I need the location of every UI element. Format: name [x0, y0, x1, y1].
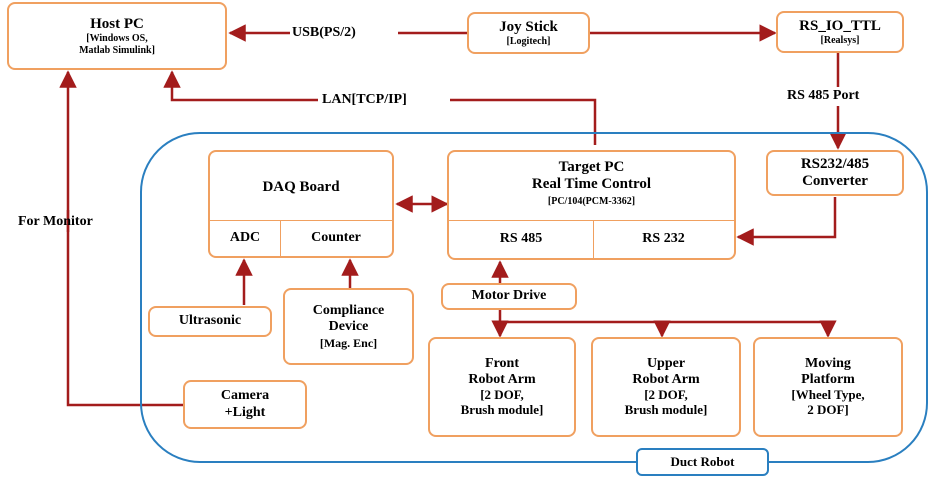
- converter-line1: RS232/485: [800, 155, 870, 172]
- front-robot-arm-box: Front Robot Arm [2 DOF, Brush module]: [428, 337, 576, 437]
- host-pc-box: Host PC [Windows OS, Matlab Simulink]: [7, 2, 227, 70]
- duct-robot-frame: [140, 132, 928, 463]
- front-arm-line1: Front: [485, 355, 519, 371]
- joystick-brand: [Logitech]: [506, 35, 551, 47]
- target-pc-port-divider: [593, 220, 594, 258]
- rs-io-ttl-title: RS_IO_TTL: [799, 17, 881, 34]
- motor-drive-box: Motor Drive: [441, 283, 577, 310]
- joystick-box: Joy Stick [Logitech]: [467, 12, 590, 54]
- ultrasonic-box: Ultrasonic: [148, 306, 272, 337]
- compliance-line1: Compliance: [312, 302, 385, 318]
- motor-drive-label: Motor Drive: [471, 288, 547, 304]
- platform-line2: Platform: [801, 372, 855, 388]
- daq-counter-port: Counter: [311, 229, 361, 245]
- usb-label: USB(PS/2): [292, 25, 356, 40]
- daq-adc-port: ADC: [229, 229, 261, 245]
- target-pc-divider: [449, 220, 734, 221]
- daq-board-box: DAQ Board ADC Counter: [208, 150, 394, 258]
- converter-line2: Converter: [802, 173, 868, 189]
- ultrasonic-label: Ultrasonic: [178, 313, 242, 329]
- duct-robot-label: Duct Robot: [636, 448, 769, 476]
- rs-io-ttl-box: RS_IO_TTL [Realsys]: [776, 11, 904, 53]
- camera-light-box: Camera +Light: [183, 380, 307, 429]
- target-pc-model: [PC/104(PCM-3362]: [547, 195, 636, 207]
- host-pc-software: Matlab Simulink]: [79, 44, 155, 56]
- converter-box: RS232/485 Converter: [766, 150, 904, 196]
- host-pc-title: Host PC: [90, 15, 144, 32]
- upper-robot-arm-box: Upper Robot Arm [2 DOF, Brush module]: [591, 337, 741, 437]
- moving-platform-box: Moving Platform [Wheel Type, 2 DOF]: [753, 337, 903, 437]
- upper-arm-line4: Brush module]: [624, 402, 708, 418]
- target-pc-rs485-port: RS 485: [499, 230, 543, 246]
- for-monitor-label: For Monitor: [18, 214, 93, 229]
- daq-board-divider: [210, 220, 392, 221]
- converter-to-target-wire: [736, 197, 837, 246]
- compliance-device-box: Compliance Device [Mag. Enc]: [283, 288, 414, 365]
- lan-wire: [450, 98, 597, 145]
- daq-board-title: DAQ Board: [262, 179, 340, 195]
- joystick-title: Joy Stick: [499, 18, 558, 35]
- camera-line2: +Light: [224, 404, 266, 420]
- camera-line1: Camera: [220, 388, 270, 404]
- front-arm-line4: Brush module]: [460, 402, 544, 418]
- compliance-line2: Device: [328, 318, 369, 334]
- daq-board-port-divider: [280, 220, 281, 256]
- target-pc-rs232-port: RS 232: [642, 230, 685, 246]
- platform-line4: 2 DOF]: [807, 402, 849, 418]
- platform-line1: Moving: [805, 355, 851, 371]
- rs-io-ttl-brand: [Realsys]: [820, 34, 860, 46]
- upper-arm-line2: Robot Arm: [632, 372, 700, 388]
- upper-arm-line1: Upper: [646, 355, 686, 371]
- lan-wire-host: [163, 70, 318, 102]
- target-pc-title: Target PC: [558, 159, 625, 175]
- rs485-port-label: RS 485 Port: [787, 88, 860, 103]
- host-pc-os: [Windows OS,: [86, 33, 148, 45]
- front-arm-line2: Robot Arm: [468, 372, 536, 388]
- target-pc-box: Target PC Real Time Control [PC/104(PCM-…: [447, 150, 736, 260]
- target-pc-function: Real Time Control: [531, 176, 652, 193]
- front-arm-line3: [2 DOF,: [480, 387, 524, 403]
- compliance-encoder: [Mag. Enc]: [319, 335, 378, 350]
- lan-label: LAN[TCP/IP]: [322, 92, 407, 107]
- platform-line3: [Wheel Type,: [791, 387, 865, 403]
- upper-arm-line3: [2 DOF,: [644, 387, 688, 403]
